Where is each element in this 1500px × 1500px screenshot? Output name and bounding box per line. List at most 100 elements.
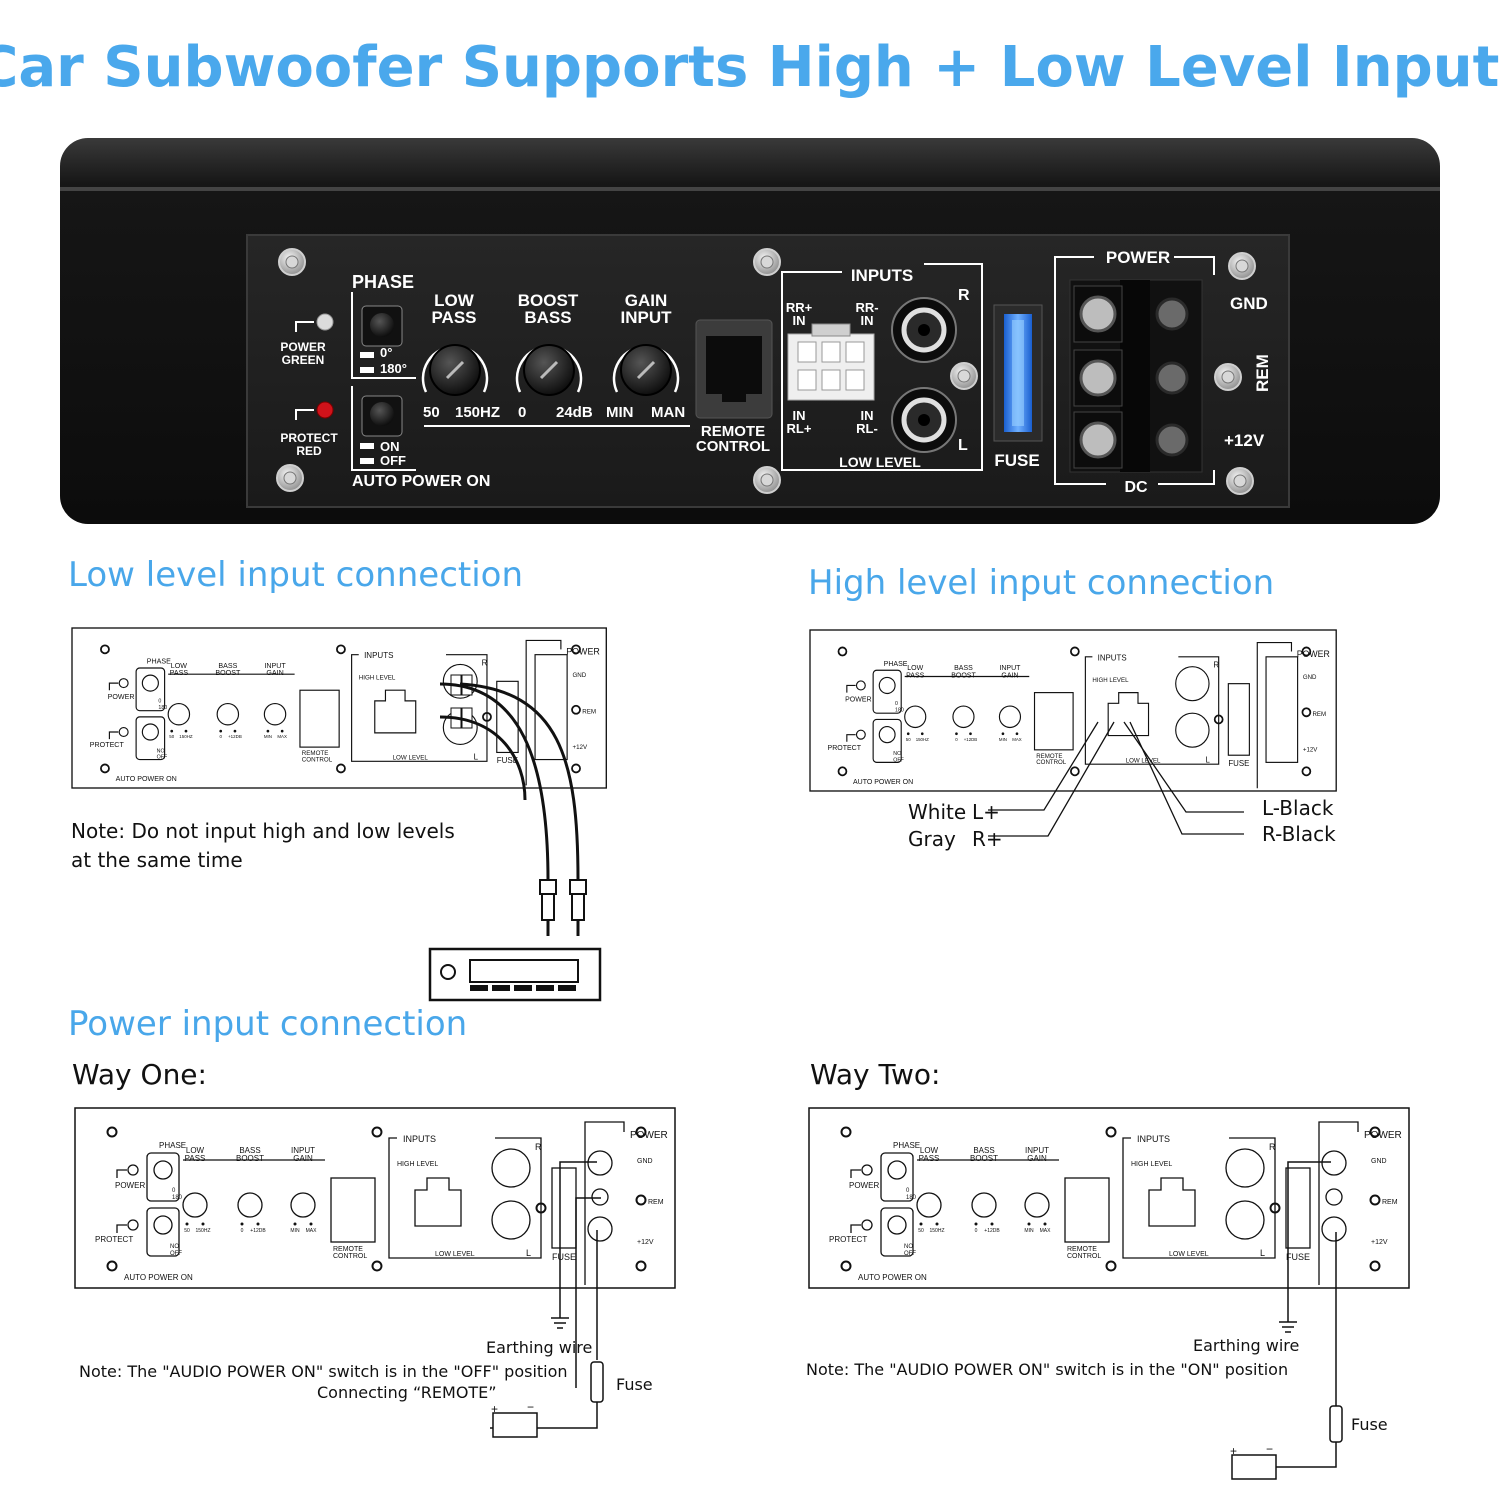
switch-on-label: ON	[380, 439, 400, 454]
high-level-heading: High level input connection	[808, 563, 1274, 603]
mini-power-label: POWER	[849, 1181, 879, 1190]
mini-low-pass-max: 150HZ	[195, 1228, 210, 1234]
svg-text:−: −	[527, 1400, 534, 1414]
mini-rem-terminal-icon	[1325, 1188, 1343, 1206]
tick-dot-icon	[170, 729, 174, 733]
rl-plus-label: RL+	[787, 421, 812, 436]
protect-led-icon	[127, 1219, 139, 1231]
mini-high-level-connector[interactable]	[414, 1177, 462, 1227]
mount-hole-icon	[336, 763, 346, 774]
way-two-note: Note: The "AUDIO POWER ON" switch is in …	[806, 1360, 1288, 1379]
mini-phase-0: 0	[172, 1188, 176, 1194]
mount-hole-icon	[1070, 646, 1080, 657]
mini-low-level-label: LOW LEVEL	[393, 755, 429, 762]
tick-dot-icon	[1001, 732, 1005, 736]
rca-right-jack[interactable]	[891, 297, 957, 363]
svg-text:+: +	[491, 1402, 498, 1416]
high-level-connector[interactable]	[787, 323, 875, 401]
mini-input-gain-knob	[290, 1192, 316, 1218]
rca-plug-icon	[569, 879, 587, 936]
mini-phase-0: 0	[158, 699, 161, 705]
way-two-wiring	[1276, 1161, 1337, 1468]
protect-led-icon	[316, 401, 334, 419]
mini-rca-left-jack[interactable]	[1225, 1200, 1265, 1240]
mount-hole-icon	[571, 763, 581, 774]
mini-switch-knob-icon	[141, 723, 159, 741]
mini-remote-label: CONTROL	[333, 1253, 367, 1260]
rca-cable	[459, 682, 580, 881]
mini-rca-right-jack[interactable]	[491, 1148, 531, 1188]
mini-input-gain-max: MAX	[277, 734, 287, 739]
mini-input-gain-max: MAX	[306, 1228, 318, 1234]
mini-high-level-connector[interactable]	[1107, 692, 1150, 737]
mount-hole-icon	[837, 646, 848, 657]
mount-hole-icon	[571, 704, 581, 715]
mini-phase-label: PHASE	[159, 1141, 186, 1150]
mini-input-gain-label: GAIN	[1001, 671, 1018, 679]
mini-phase-0: 0	[895, 701, 898, 707]
mini-fuse-label: FUSE	[552, 1252, 576, 1262]
mini-bass-boost-knob	[237, 1192, 263, 1218]
power-bracket	[1256, 641, 1293, 789]
mini-12v-label: +12V	[572, 744, 588, 751]
tick-dot-icon	[906, 732, 910, 736]
fuse-icon	[1329, 1405, 1343, 1443]
mini-inputs-label: INPUTS	[403, 1134, 436, 1144]
mount-hole-icon	[1105, 1126, 1117, 1138]
mini-gnd-label: GND	[1371, 1158, 1387, 1165]
way-one-label: Way One:	[72, 1058, 207, 1091]
mini-phase-label: PHASE	[893, 1141, 920, 1150]
screw-icon	[1226, 467, 1254, 495]
inputs-bracket	[1084, 656, 1220, 765]
screw-icon	[753, 248, 781, 276]
mini-bass-boost-label: BASS	[239, 1146, 260, 1155]
mini-high-level-label: HIGH LEVEL	[397, 1161, 438, 1168]
tick-dot-icon	[974, 1222, 978, 1226]
phase-0-label: 0°	[380, 345, 392, 360]
mini-switch-knob-icon	[887, 1160, 907, 1180]
way-one-note: Note: The "AUDIO POWER ON" switch is in …	[79, 1362, 568, 1381]
mini-sw-off: OFF	[157, 755, 168, 761]
mini-input-gain-label: GAIN	[266, 669, 283, 677]
mini-phase-label: PHASE	[884, 660, 908, 668]
rca-left-jack[interactable]	[891, 387, 957, 453]
mini-phase-180: 180	[172, 1195, 183, 1201]
mini-high-level-connector[interactable]	[1148, 1177, 1196, 1227]
mini-12v-label: +12V	[1371, 1239, 1388, 1246]
mount-hole-icon	[106, 1260, 118, 1272]
mini-input-gain-label: GAIN	[1027, 1154, 1047, 1163]
mini-rca-left-jack[interactable]	[491, 1200, 531, 1240]
power-terminal-block[interactable]	[1069, 279, 1203, 473]
tick-dot-icon	[920, 732, 924, 736]
rl-plus-label: IN	[793, 408, 806, 423]
mini-bass-boost-label: BOOST	[236, 1154, 264, 1163]
mini-phase-label: PHASE	[147, 658, 171, 666]
plus12v-label: +12V	[1224, 431, 1265, 450]
mini-gnd-label: GND	[1303, 674, 1317, 681]
mini-bass-boost-knob	[971, 1192, 997, 1218]
mini-rca-right-jack[interactable]	[442, 663, 478, 699]
mini-switch-knob-icon	[878, 676, 896, 695]
mini-inputs-label: INPUTS	[364, 651, 393, 660]
mini-power-switch	[135, 716, 166, 761]
way-two-earthing: Earthing wire	[1193, 1336, 1299, 1355]
mini-power-label: POWER	[845, 695, 871, 703]
mini-low-pass-label: LOW	[186, 1146, 205, 1155]
power-led-icon	[127, 1164, 139, 1176]
mini-rca-right-jack[interactable]	[1225, 1148, 1265, 1188]
way-one-fuse: Fuse	[616, 1375, 653, 1394]
mini-low-pass-knob	[167, 702, 191, 726]
mini-fuse-label: FUSE	[1228, 759, 1249, 768]
mini-high-level-connector[interactable]	[374, 689, 417, 734]
mini-low-pass-label: LOW	[920, 1146, 939, 1155]
mini-phase-180: 180	[906, 1195, 917, 1201]
mini-gnd-label: GND	[572, 672, 586, 679]
mini-rca-right-jack[interactable]	[1175, 666, 1210, 702]
inputs-label: INPUTS	[851, 266, 913, 285]
mini-high-level-label: HIGH LEVEL	[1092, 677, 1129, 684]
mini-rca-left-jack[interactable]	[1175, 712, 1210, 748]
